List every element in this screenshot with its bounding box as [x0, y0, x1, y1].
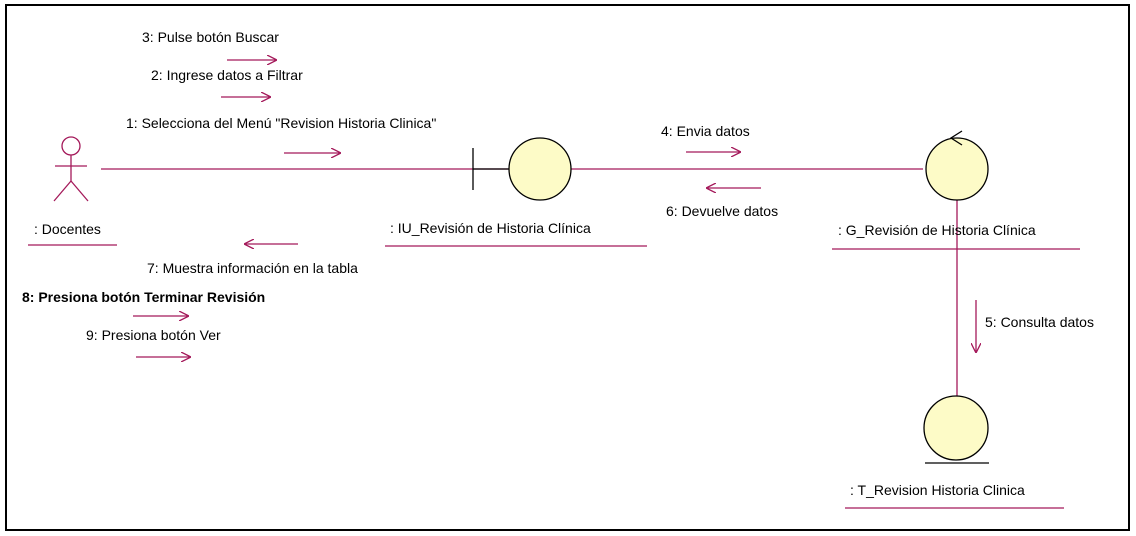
message-8-label: 8: Presiona botón Terminar Revisión	[22, 289, 265, 305]
message-3-label: 3: Pulse botón Buscar	[142, 29, 279, 45]
message-2-label: 2: Ingrese datos a Filtrar	[151, 67, 303, 83]
control-object-label: : G_Revisión de Historia Clínica	[838, 222, 1036, 238]
boundary-object-icon[interactable]	[472, 137, 572, 201]
message-4-label: 4: Envia datos	[661, 123, 750, 139]
entity-object-label: : T_Revision Historia Clinica	[850, 482, 1025, 498]
boundary-object-label: : IU_Revisión de Historia Clínica	[390, 220, 591, 236]
control-object-icon[interactable]	[925, 130, 989, 201]
message-9-label: 9: Presiona botón Ver	[86, 327, 221, 343]
entity-object-icon[interactable]	[923, 395, 989, 464]
message-1-label: 1: Selecciona del Menú "Revision Histori…	[126, 115, 436, 131]
message-5-label: 5: Consulta datos	[985, 314, 1094, 330]
actor-docentes-label: : Docentes	[34, 221, 101, 237]
message-7-label: 7: Muestra información en la tabla	[147, 260, 358, 276]
message-6-label: 6: Devuelve datos	[666, 203, 778, 219]
actor-docentes-icon[interactable]	[53, 136, 89, 202]
